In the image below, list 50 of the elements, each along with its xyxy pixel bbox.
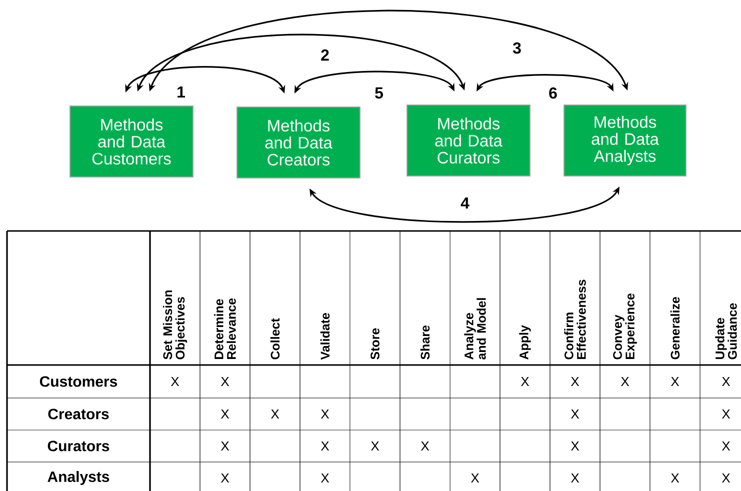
cell-mark: X (170, 377, 180, 386)
cell-mark: X (370, 442, 380, 450)
column-header: Share (420, 326, 430, 360)
column-header: Validate (320, 312, 330, 360)
column-header: Generalize (670, 297, 680, 360)
row-header: Curators (48, 440, 110, 452)
column-header: Collect (270, 318, 280, 360)
edge-label: 4 (460, 196, 470, 210)
column-header: Store (370, 328, 380, 360)
cell-mark: X (320, 442, 330, 450)
column-header: Confirm Effectiveness (564, 280, 586, 360)
column-header: Determine Relevance (214, 298, 236, 359)
cell-mark: X (270, 410, 280, 418)
cell-mark: X (220, 474, 230, 482)
edge-label: 5 (374, 86, 384, 100)
cell-mark: X (420, 442, 430, 450)
cell-mark: X (670, 474, 680, 482)
cell-mark: X (670, 377, 680, 386)
column-header: Apply (519, 325, 531, 360)
column-header: Update Guidance (715, 303, 737, 360)
cell-mark: X (570, 377, 580, 386)
edge-label: 3 (512, 41, 522, 55)
cell-mark: X (220, 377, 230, 386)
column-header: Convey Experience (613, 294, 637, 360)
cell-mark: X (570, 474, 580, 482)
edge-label: 2 (320, 48, 330, 62)
cell-mark: X (722, 377, 730, 386)
process-box: Methods and Data Analysts (564, 104, 686, 176)
cell-mark: X (620, 377, 630, 386)
row-header: Creators (48, 408, 109, 420)
cell-mark: X (520, 377, 530, 386)
process-box: Methods and Data Curators (406, 104, 530, 176)
row-header: Customers (40, 376, 118, 387)
edge-label: 6 (548, 86, 558, 100)
edge-label: 1 (176, 86, 186, 98)
cell-mark: X (722, 410, 730, 418)
column-header: Analyze and Model (464, 298, 486, 360)
cell-mark: X (470, 474, 480, 482)
cell-mark: X (570, 410, 580, 418)
row-header: Analysts (48, 471, 110, 485)
cell-mark: X (220, 442, 230, 450)
cell-mark: X (722, 442, 730, 450)
process-box: Methods and Data Creators (236, 106, 360, 178)
cell-mark: X (320, 410, 330, 418)
cell-mark: X (722, 474, 730, 482)
cell-mark: X (320, 474, 330, 482)
cell-mark: X (220, 410, 230, 418)
process-box: Methods and Data Customers (70, 106, 194, 178)
column-header: Set Mission Objectives (162, 290, 188, 360)
cell-mark: X (570, 442, 580, 450)
